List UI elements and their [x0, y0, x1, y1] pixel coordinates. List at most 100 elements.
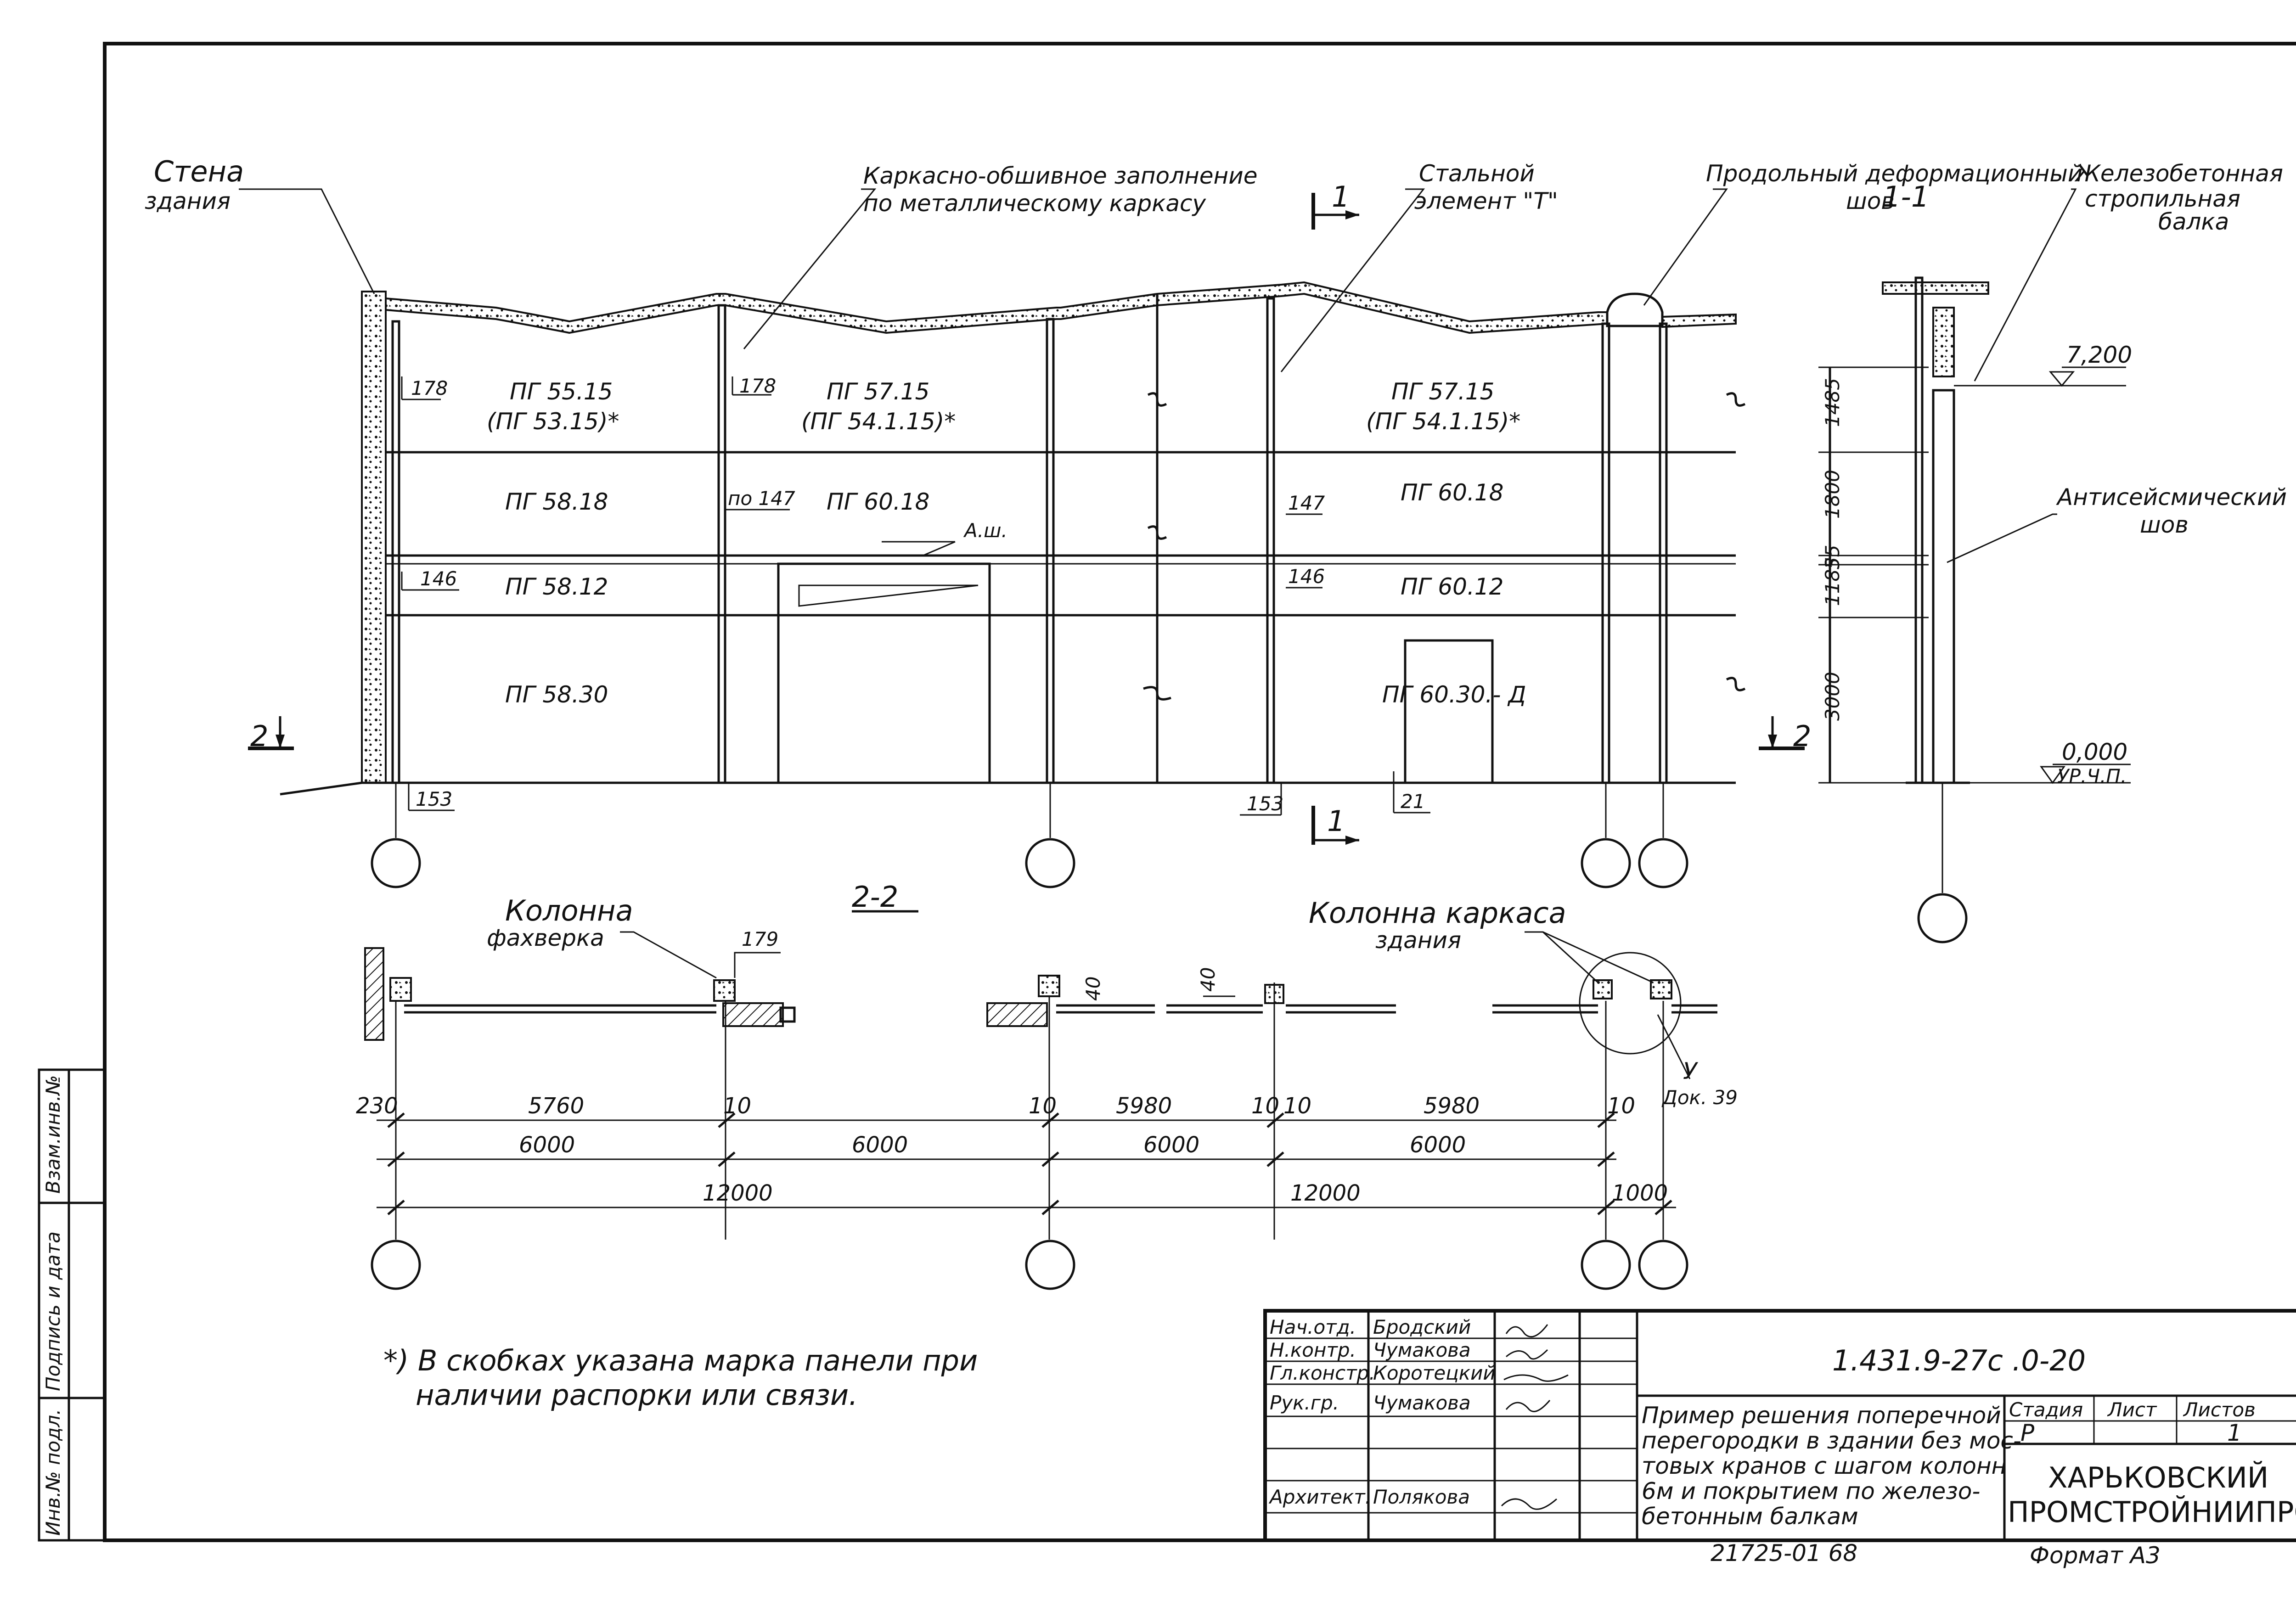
node-153a: 153: [416, 788, 452, 810]
note-line-1: *) В скобках указана марка панели при: [383, 1344, 978, 1377]
side-sign: Подпись и дата: [42, 1231, 64, 1391]
dim-40b: 40: [1197, 967, 1219, 992]
label-seismic-2: шов: [2140, 511, 2189, 538]
label-col-frame-1: Колонна каркаса: [1309, 896, 1566, 930]
node-179: 179: [742, 928, 778, 950]
sheets-value: 1: [2227, 1420, 2242, 1446]
node-y-doc: Док. 39: [1661, 1086, 1738, 1109]
roof-slab: [385, 281, 1608, 334]
role-3: Рук.гр.: [1270, 1392, 1339, 1414]
label-wall-1: Стена: [154, 155, 244, 188]
panel-p2-top-b: (ПГ 54.1.15)*: [801, 408, 956, 435]
panel-p3-top-b: (ПГ 54.1.15)*: [1366, 408, 1520, 435]
dim-35: 35: [1821, 545, 1844, 569]
panel-p1-r2: ПГ 58.18: [505, 488, 608, 515]
dim-row2-3: 6000: [1410, 1132, 1466, 1158]
dim-row2-1: 6000: [852, 1132, 908, 1158]
panel-p3-r4: ПГ 60.30.- Д: [1382, 681, 1526, 708]
label-beam-1: Железобетонная: [2074, 160, 2283, 187]
node-146b: 146: [1288, 565, 1325, 588]
stage-value: Р: [2020, 1420, 2035, 1446]
dim-row3-0: 12000: [703, 1180, 773, 1206]
name-3: Чумакова: [1373, 1392, 1471, 1414]
section-mark-2-right: [1759, 716, 1805, 750]
title-0: Пример решения поперечной: [1642, 1402, 2001, 1429]
mark-1-bottom: 1: [1327, 804, 1345, 838]
door-d: [1404, 639, 1494, 784]
node-178b: 178: [739, 375, 776, 397]
name-5: Полякова: [1373, 1486, 1470, 1508]
panel-p3-top-a: ПГ 57.15: [1391, 378, 1495, 405]
name-1: Чумакова: [1373, 1339, 1471, 1361]
axis-bubble-section: [1917, 893, 1968, 943]
panel-p3-r3: ПГ 60.12: [1401, 573, 1504, 600]
dim-row1-4: 5980: [1116, 1093, 1172, 1119]
node-147b: 147: [1288, 492, 1325, 514]
bottom-code: 21725-01 68: [1711, 1540, 1857, 1566]
sheets-header: Листов: [2183, 1398, 2256, 1421]
sheet-header: Лист: [2107, 1398, 2157, 1421]
dim-row1-0: 230: [356, 1093, 398, 1119]
name-2: Коротецкий: [1373, 1362, 1496, 1384]
dim-row1-8: 10: [1607, 1093, 1635, 1119]
dim-row1-7: 5980: [1424, 1093, 1480, 1119]
role-0: Нач.отд.: [1270, 1316, 1356, 1338]
dim-row1-6: 10: [1283, 1093, 1311, 1119]
title-block: Нач.отд. Н.контр. Гл.констр. Рук.гр. Арх…: [1263, 1309, 2296, 1542]
label-ash: А.ш.: [963, 519, 1007, 542]
label-col-frame-2: здания: [1375, 927, 1461, 954]
name-0: Бродский: [1373, 1316, 1471, 1338]
label-steel-1: Стальной: [1419, 160, 1535, 187]
node-147a: по 147: [728, 487, 795, 510]
label-infill-1: Каркасно-обшивное заполнение: [863, 163, 1257, 189]
label-wall-2: здания: [145, 188, 231, 214]
stage-header: Стадия: [2009, 1398, 2083, 1421]
dim-3000: 3000: [1821, 672, 1844, 721]
title-3: 6м и покрытием по железо-: [1642, 1478, 1980, 1505]
panel-p2-r2: ПГ 60.18: [827, 488, 930, 515]
label-col-fachwerk-1: Колонна: [505, 894, 633, 927]
title-4: бетонным балкам: [1642, 1503, 1858, 1530]
dim-1185: 1185: [1821, 557, 1844, 606]
mark-2-right: 2: [1793, 719, 1811, 753]
dim-1800: 1800: [1821, 470, 1844, 519]
panel-p1-top-b: (ПГ 53.15)*: [487, 408, 619, 435]
dim-row2-2: 6000: [1143, 1132, 1199, 1158]
node-21: 21: [1401, 790, 1425, 813]
plan-2-2: 2-2 179 40 40: [356, 880, 1738, 1290]
node-153b: 153: [1247, 792, 1283, 815]
dim-row2-0: 6000: [519, 1132, 575, 1158]
panel-p1-r4: ПГ 58.30: [505, 681, 608, 708]
section-mark-2-left: [248, 716, 294, 750]
label-col-fachwerk-2: фахверка: [487, 925, 604, 951]
dim-row1-3: 10: [1029, 1093, 1057, 1119]
label-infill-2: по металлическому каркасу: [863, 190, 1207, 217]
dim-row1-2: 10: [723, 1093, 751, 1119]
plan-title: 2-2: [852, 880, 898, 914]
side-inv: Инв.№ подл.: [42, 1409, 64, 1536]
section-1-1: 1-1 1485 1800 35 1185 3000 7,200 0,000 У…: [1818, 180, 2287, 943]
level-top: 7,200: [2066, 342, 2132, 368]
section-mark-1-bottom: [1311, 806, 1359, 845]
section-mark-1-top: [1311, 193, 1359, 230]
panel-p3-r2: ПГ 60.18: [1401, 479, 1504, 506]
role-1: Н.контр.: [1270, 1339, 1356, 1361]
panel-p2-top-a: ПГ 57.15: [827, 378, 930, 405]
side-vzam: Взам.инв.№: [42, 1075, 64, 1194]
panel-p1-r3: ПГ 58.12: [505, 573, 608, 600]
mark-1-top: 1: [1332, 180, 1350, 213]
label-seismic-1: Антисейсмический: [2056, 484, 2287, 511]
node-y: У: [1683, 1058, 1699, 1084]
label-joint-1: Продольный деформационный: [1706, 160, 2082, 187]
role-2: Гл.констр.: [1270, 1362, 1375, 1384]
level-zero: 0,000: [2062, 739, 2127, 765]
role-5: Архитект.: [1268, 1486, 1371, 1508]
dim-40a: 40: [1082, 977, 1104, 1001]
format-label: Формат А3: [2030, 1542, 2161, 1569]
label-beam-3: балка: [2158, 208, 2229, 235]
dim-row3-1: 12000: [1290, 1180, 1361, 1206]
dim-row1-5: 10: [1251, 1093, 1279, 1119]
section-1-1-title: 1-1: [1883, 180, 1929, 213]
node-146a: 146: [420, 567, 457, 590]
